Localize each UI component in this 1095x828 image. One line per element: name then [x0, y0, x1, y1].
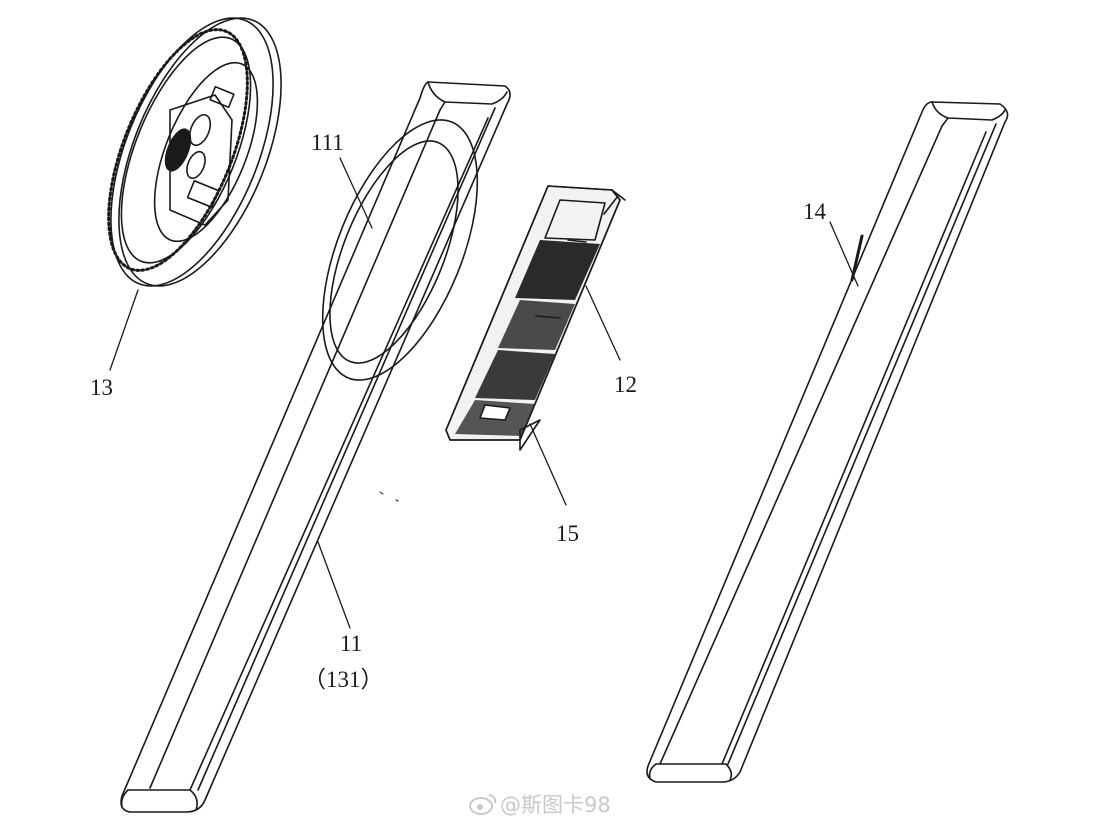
label-111: 111: [311, 130, 344, 155]
leader-lines: [109, 157, 859, 629]
label-131: （131）: [303, 667, 384, 692]
weibo-logo-icon: [469, 794, 497, 815]
back-cover-11: [120, 81, 511, 813]
camera-ring-module-13: [107, 17, 282, 287]
scan-specks: [379, 491, 399, 502]
label-13: 13: [90, 375, 113, 400]
watermark-text: @斯图卡98: [500, 793, 611, 817]
label-12: 12: [614, 372, 637, 397]
label-14: 14: [803, 199, 826, 224]
mainboard-assembly-12-15: [445, 185, 626, 451]
label-11: 11: [340, 631, 363, 656]
label-15: 15: [556, 521, 579, 546]
screen-panel-14: [646, 101, 1009, 783]
